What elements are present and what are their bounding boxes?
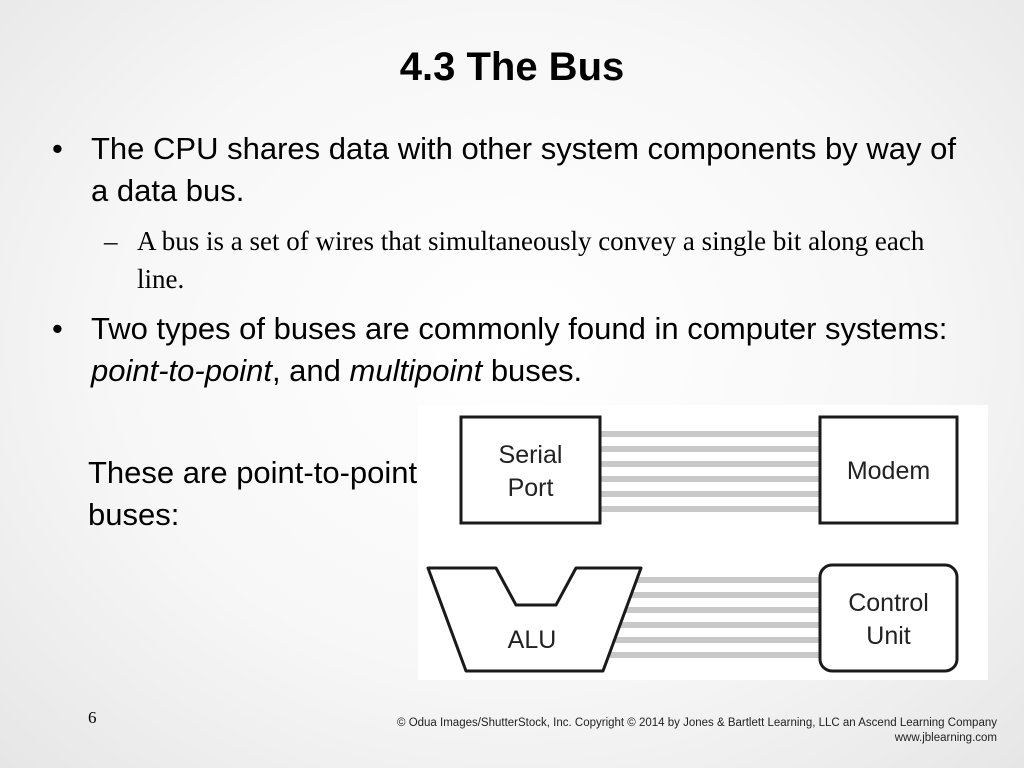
alu-label: ALU bbox=[508, 626, 557, 654]
bullet-text-start: Two types of buses are commonly found in… bbox=[91, 311, 948, 346]
control-unit-box bbox=[818, 563, 959, 673]
bullet-bus-types: • Two types of buses are commonly found … bbox=[52, 308, 982, 392]
modem-box bbox=[818, 415, 959, 525]
sub-bullet-bus-definition: – A bus is a set of wires that simultane… bbox=[104, 222, 964, 298]
figure-caption: These are point-to-point buses: bbox=[88, 455, 418, 532]
serial-port-label-line1: Serial bbox=[499, 441, 563, 469]
sub-bullet-marker: – bbox=[104, 226, 118, 256]
bullet-text: Two types of buses are commonly found in… bbox=[91, 308, 982, 392]
serial-port-box bbox=[459, 415, 602, 525]
slide-title: 4.3 The Bus bbox=[399, 45, 625, 89]
point-to-point-bus-diagram: Serial Port Modem ALU Control Unit bbox=[418, 405, 988, 680]
bullet-text-end: buses. bbox=[482, 353, 583, 388]
alu-shape bbox=[426, 566, 643, 673]
bullet-text: The CPU shares data with other system co… bbox=[91, 131, 956, 208]
serial-port-label-line2: Port bbox=[508, 474, 554, 502]
term-multipoint: multipoint bbox=[349, 353, 483, 388]
sub-bullet-text: A bus is a set of wires that simultaneou… bbox=[137, 226, 925, 294]
bullet-text-middle: , and bbox=[271, 353, 350, 388]
bus-lines-bottom bbox=[610, 577, 820, 658]
bullet-marker: • bbox=[52, 131, 63, 166]
bullet-data-bus: • The CPU shares data with other system … bbox=[52, 128, 972, 212]
control-unit-label-line2: Unit bbox=[866, 622, 911, 650]
page-number: 6 bbox=[88, 708, 97, 727]
control-unit-label-line1: Control bbox=[848, 589, 929, 617]
bullet-marker: • bbox=[52, 311, 63, 346]
copyright-line: © Odua Images/ShutterStock, Inc. Copyrig… bbox=[397, 717, 997, 729]
publisher-url: www.jblearning.com bbox=[894, 732, 997, 744]
bus-lines-top bbox=[601, 431, 819, 512]
copyright-notice: © Odua Images/ShutterStock, Inc. Copyrig… bbox=[397, 716, 997, 746]
term-point-to-point: point-to-point bbox=[91, 353, 272, 388]
modem-label: Modem bbox=[847, 457, 930, 485]
